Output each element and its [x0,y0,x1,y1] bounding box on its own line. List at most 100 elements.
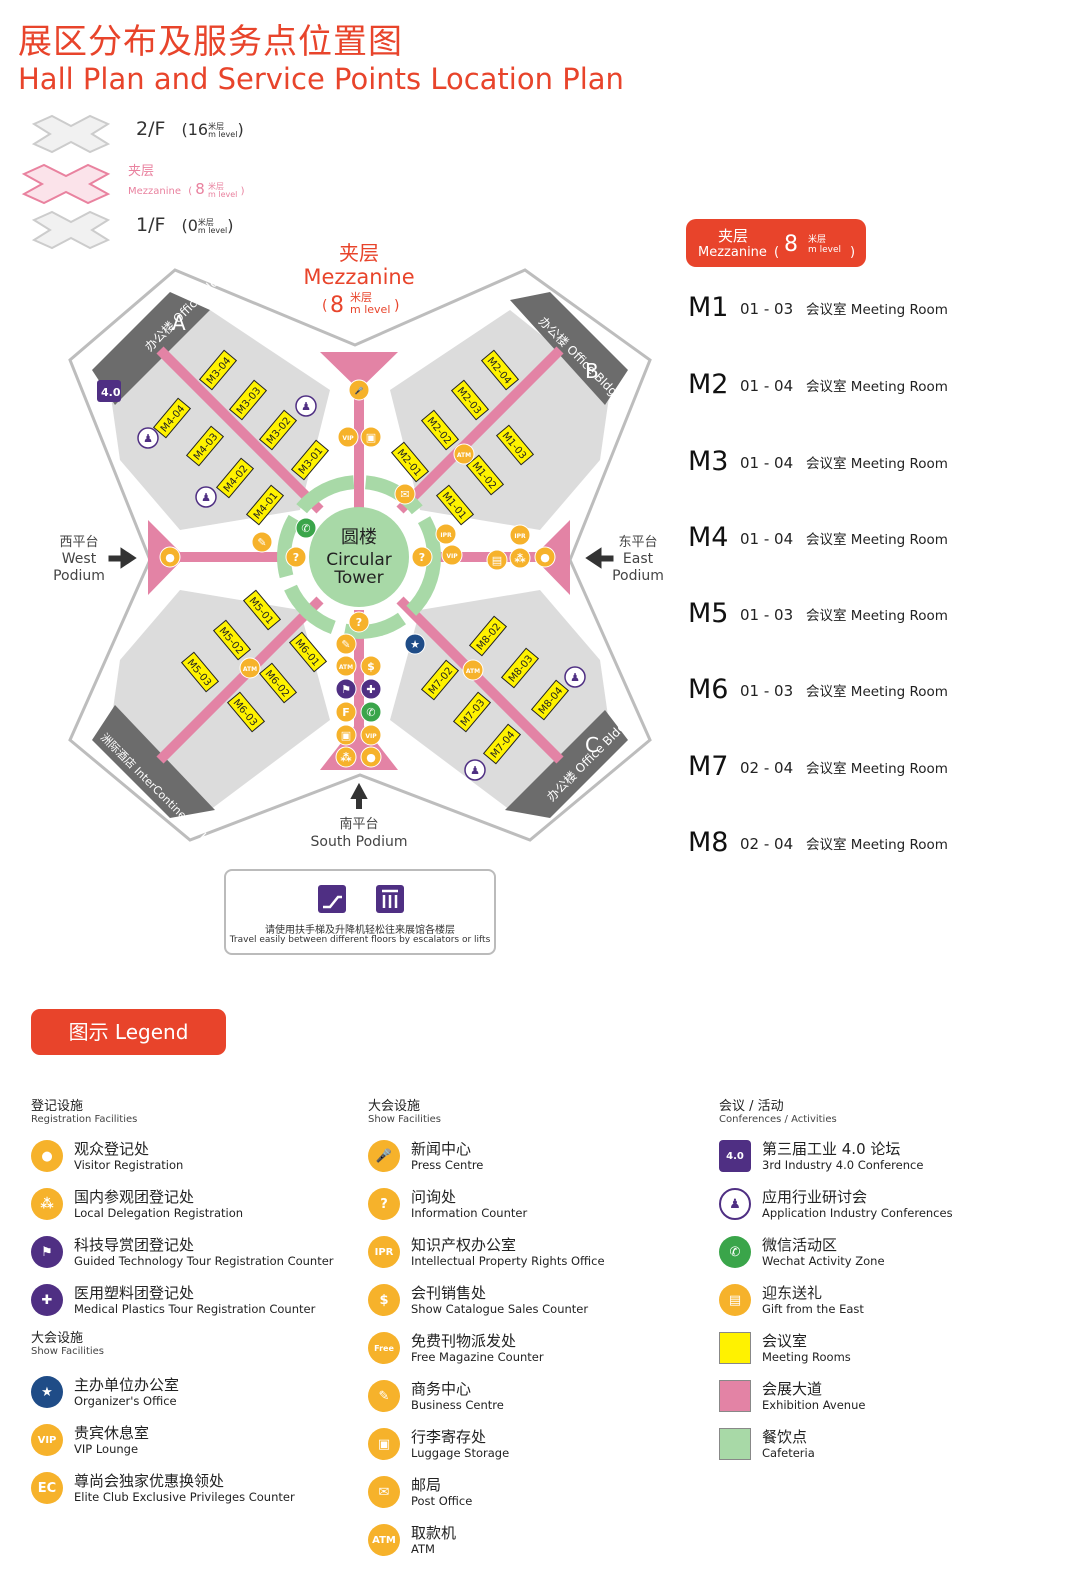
west-arrow-icon [108,547,137,569]
svg-text:♟: ♟ [143,432,153,445]
flag-icon: ⚑ [31,1236,63,1268]
svg-text:●: ● [540,551,550,564]
svg-text:?: ? [419,551,425,564]
atm-icon: ATM [368,1524,400,1556]
meeting-room-code: M7 [688,751,729,782]
svg-text:🎤: 🎤 [355,386,364,395]
post-icon: ✉ [394,483,416,505]
svg-text:✉: ✉ [400,488,409,501]
legend-item-cn: 医用塑料团登记处 [74,1284,195,1302]
vip-icon: VIP [441,544,463,566]
svg-text:★: ★ [410,638,420,651]
meeting-room-name: 会议室 Meeting Room [806,302,948,318]
legend-item-en: 3rd Industry 4.0 Conference [762,1158,924,1172]
meeting-room-name: 会议室 Meeting Room [806,761,948,777]
service-icons: 🎤VIP▣♟♟♟✉✆✎?●?IPRVIPIPR▤⁂●ATM?✎★ATM$⚑✚F✆… [137,379,586,781]
question-icon: ? [285,546,307,568]
legend-item-en: Luggage Storage [411,1446,510,1460]
legend-col3-heading-cn: 会议 / 活动 [719,1099,784,1114]
microphone-icon: 🎤 [348,379,370,401]
pen-icon: ✎ [335,633,357,655]
meeting-room-code: M1 [688,292,729,323]
legend-col2-heading: 大会设施 Show Facilities [368,1095,441,1125]
legend-item-cn: 餐饮点 [762,1428,808,1446]
gift-icon: ▤ [486,549,508,571]
meeting-room-code: M4 [688,522,729,553]
legend-item-en: ATM [411,1542,435,1556]
visitor-icon: ● [159,546,181,568]
east-podium-en1: East [623,551,654,567]
meeting-room-name: 会议室 Meeting Room [806,456,948,472]
meeting-room-code: M3 [688,446,729,477]
svg-text:♟: ♟ [570,671,580,684]
svg-text:♟: ♟ [470,764,480,777]
office-bldg-b-letter: B [585,359,599,383]
svg-text:): ) [394,298,399,314]
svg-text:?: ? [356,616,362,629]
atm-icon: ATM [453,443,475,465]
legend-item-cn: 行李寄存处 [411,1428,487,1446]
floor-1f-level: 0 [187,216,198,235]
legend-item-cn: 知识产权办公室 [411,1236,517,1254]
legend-item-en: Visitor Registration [74,1158,184,1172]
floor-plan-map: 办公楼 Office Bldg A 4.0 办公楼 Office Bldg B … [53,241,664,860]
meeting-room-code: M2 [688,369,729,400]
svg-text:$: $ [367,660,375,673]
svg-text:ATM: ATM [466,668,480,675]
mezzanine-badge-level: 8 [784,232,798,257]
legend-title: 图示 Legend [31,1009,226,1055]
south-podium-en: South Podium [311,834,408,850]
floor-2f-level-cn: 米层 [208,121,225,131]
meeting-room-range: 01 - 03 [740,606,794,624]
floor-mezzanine-level-en: m level [208,190,238,199]
legend-item-cn: 问询处 [411,1188,457,1206]
floor-mezzanine-name-en: Mezzanine [128,186,182,197]
meeting-room-name: 会议室 Meeting Room [806,837,948,853]
map-heading-en: Mezzanine [303,265,414,289]
ec-icon: EC [31,1472,63,1504]
vip-icon: VIP [31,1424,63,1456]
svg-text:VIP: VIP [365,733,377,740]
page-title-cn: 展区分布及服务点位置图 [18,22,403,62]
legend-item-cn: 尊尚会独家优惠换领处 [74,1472,225,1490]
svg-text:?: ? [293,551,299,564]
meeting-swatch [719,1332,751,1364]
meeting-room-range: 01 - 03 [740,300,794,318]
legend-item-cn: 应用行业研讨会 [762,1188,868,1206]
svg-text:♟: ♟ [201,491,211,504]
legend-item-cn: 会刊销售处 [411,1284,487,1302]
meeting-room-name: 会议室 Meeting Room [806,684,948,700]
tower-label-en1: Circular [326,550,391,570]
legend-item-cn: 迎东送礼 [762,1284,823,1302]
meeting-room-row: M1 01 - 03 会议室 Meeting Room [688,292,948,332]
svg-text:IPR: IPR [440,532,452,539]
meeting-room-tags: M3-04M3-03M3-02M3-01M4-04M4-03M4-02M4-01… [152,349,570,765]
lift-info-box: 请使用扶手梯及升降机轻松往来展馆各楼层 Travel easily betwee… [224,869,496,955]
office-bldg-a-letter: A [172,311,186,335]
svg-text:ATM: ATM [457,452,471,459]
svg-text:●: ● [165,551,175,564]
west-podium-en2: Podium [53,568,105,584]
legend-col1b-heading: 大会设施 Show Facilities [31,1327,104,1357]
circular-tower[interactable] [309,507,409,607]
visitor-icon: ● [534,546,556,568]
lift-text-en: Travel easily between different floors b… [229,935,491,945]
legend-item-en: Guided Technology Tour Registration Coun… [74,1254,334,1268]
legend-item-en: Show Catalogue Sales Counter [411,1302,589,1316]
medical-icon: ✚ [31,1284,63,1316]
legend-col2-heading-cn: 大会设施 [368,1099,421,1114]
legend-item-cn: 邮局 [411,1476,442,1494]
